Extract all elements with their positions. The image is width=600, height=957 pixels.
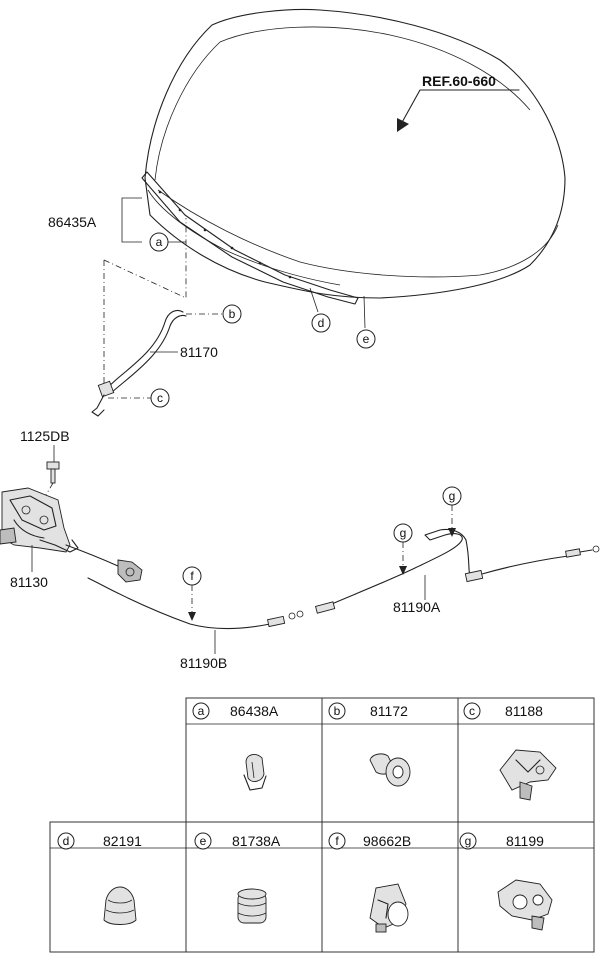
arrow-g-right: [448, 528, 456, 537]
svg-text:a: a: [198, 704, 205, 718]
hood-latch-81130: [0, 487, 143, 583]
callout-b-marker: b: [222, 304, 242, 324]
clip-icon: [243, 754, 267, 791]
callout-f-marker: f: [182, 566, 202, 586]
label-1125DB: 1125DB: [20, 428, 70, 444]
legend-item-d: d 82191: [57, 832, 142, 925]
svg-text:81199: 81199: [506, 833, 544, 849]
svg-text:f: f: [190, 569, 194, 583]
svg-text:86438A: 86438A: [230, 703, 279, 719]
cable-81190A: [314, 528, 600, 614]
release-cable-81170: [91, 309, 187, 417]
legend-item-e: e 81738A: [194, 832, 281, 924]
seal-bracket-leader: [121, 197, 186, 243]
callout-g-marker-left: g: [393, 523, 413, 543]
arrow-f: [188, 612, 196, 621]
legend-item-c: c 81188: [463, 702, 557, 801]
callout-e-marker: e: [356, 295, 376, 349]
label-81130: 81130: [10, 574, 48, 590]
svg-text:d: d: [318, 316, 325, 330]
callout-c-marker: c: [150, 388, 170, 408]
cable-clip-icon: [497, 879, 553, 931]
bolt-1125DB: [39, 461, 60, 506]
svg-text:82191: 82191: [103, 833, 142, 849]
bracket-clip-icon: [499, 749, 557, 801]
callout-d-marker: d: [309, 287, 331, 333]
callout-a-marker: a: [149, 232, 169, 252]
callout-g-marker-right: g: [442, 486, 462, 506]
reference-outline: [103, 218, 187, 385]
ref-label: REF.60-660: [422, 73, 496, 89]
svg-text:d: d: [63, 834, 70, 848]
legend-item-a: a 86438A: [192, 702, 279, 791]
grommet-icon: [369, 753, 411, 787]
legend-item-f: f 98662B: [328, 832, 411, 933]
svg-text:f: f: [335, 834, 339, 848]
arrow-g-left: [399, 566, 407, 575]
svg-text:b: b: [229, 307, 236, 321]
svg-text:c: c: [157, 391, 163, 405]
label-81190B: 81190B: [180, 655, 227, 671]
legend-item-b: b 81172: [328, 702, 411, 787]
legend-item-g: g 81199: [459, 832, 553, 931]
svg-text:98662B: 98662B: [363, 833, 411, 849]
svg-text:c: c: [469, 704, 475, 718]
svg-text:g: g: [465, 834, 472, 848]
svg-text:g: g: [400, 526, 407, 540]
hood-panel: [144, 8, 566, 299]
svg-text:b: b: [334, 704, 341, 718]
svg-text:81188: 81188: [505, 703, 543, 719]
svg-text:81738A: 81738A: [232, 833, 281, 849]
ref-arrow: [397, 89, 520, 132]
svg-text:g: g: [449, 489, 456, 503]
label-81190A: 81190A: [393, 599, 441, 615]
label-86435A: 86435A: [48, 214, 97, 230]
svg-text:a: a: [156, 235, 163, 249]
label-81170: 81170: [180, 344, 218, 360]
hood-seal-strip: [141, 171, 359, 305]
stopper-icon: [237, 888, 267, 924]
bumper-icon: [103, 886, 137, 925]
svg-text:e: e: [200, 834, 207, 848]
hose-clip-icon: [369, 883, 409, 933]
svg-text:e: e: [363, 332, 370, 346]
svg-text:81172: 81172: [370, 703, 408, 719]
cable-81190B: [87, 577, 304, 630]
